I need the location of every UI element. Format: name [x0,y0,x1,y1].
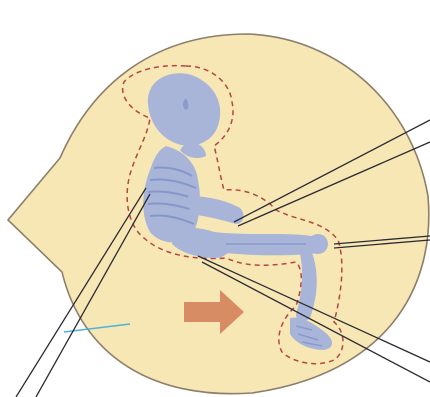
skeleton-diagram [0,0,430,397]
figure-stage [0,0,430,397]
